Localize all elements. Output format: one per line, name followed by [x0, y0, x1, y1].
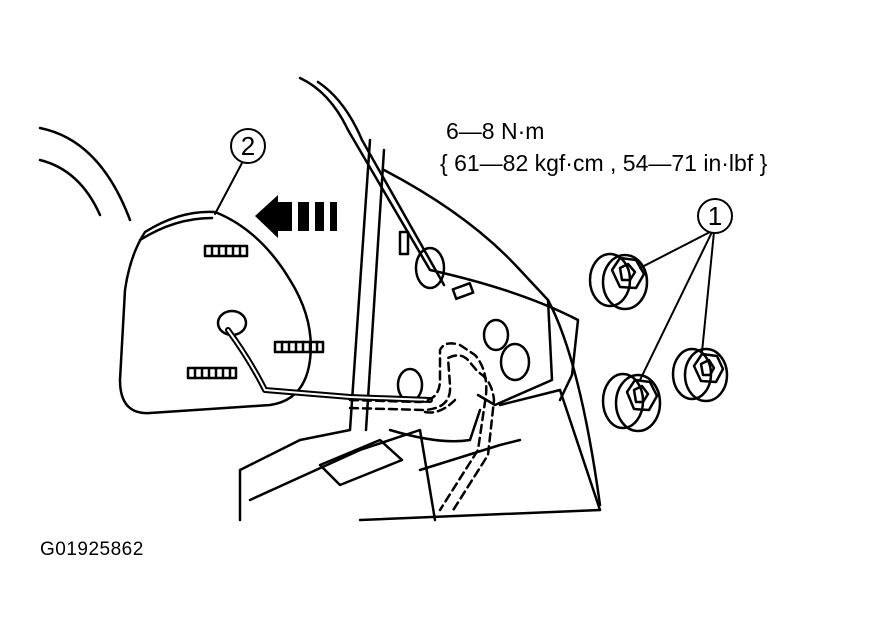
torque-spec-nm: 6—8 N·m — [446, 118, 545, 144]
mirror-stud — [203, 244, 249, 258]
torque-spec-alt-units: { 61—82 kgf·cm , 54—71 in·lbf } — [440, 150, 768, 176]
removal-direction-arrow — [255, 195, 337, 238]
mirror-wire-harness — [225, 327, 496, 514]
figure-code: G01925862 — [40, 539, 144, 560]
callout-mirror: 2 — [230, 128, 266, 164]
flange-nut — [671, 347, 729, 403]
outside-rear-view-mirror — [118, 210, 325, 415]
door-panel — [38, 76, 602, 522]
callout-nut: 1 — [697, 198, 733, 234]
mirror-stud — [273, 340, 325, 354]
flange-nut — [588, 252, 649, 311]
mirror-stud — [186, 366, 238, 380]
flange-nut — [601, 372, 662, 433]
callout-leaders — [214, 162, 715, 381]
